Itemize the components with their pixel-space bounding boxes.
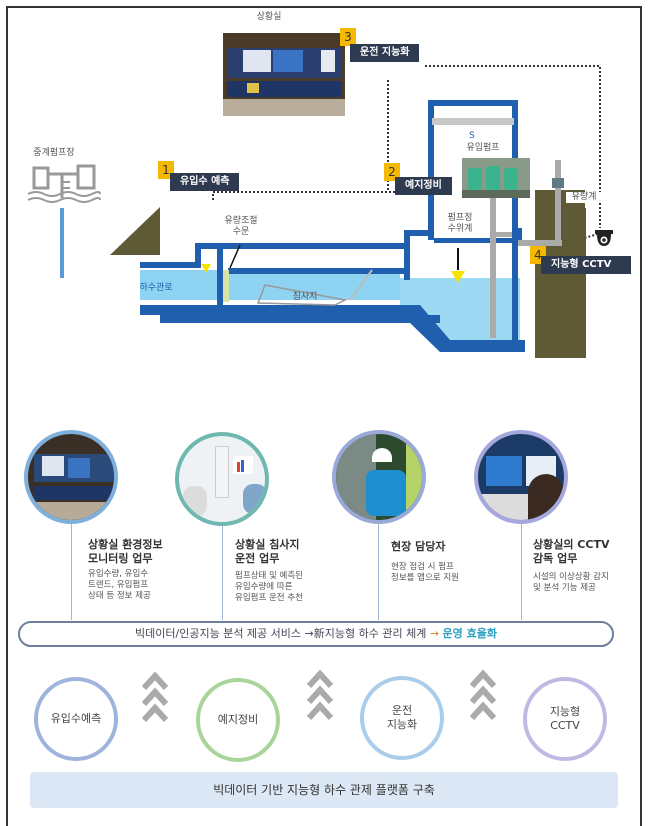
- step-2-tag: 예지정비: [395, 177, 452, 195]
- role-2-title-line1: 상황실 침사지: [235, 538, 300, 551]
- level-marker-pump-well: [451, 271, 465, 283]
- platform-footer: 빅데이터 기반 지능형 하수 관제 플랫폼 구축: [30, 772, 618, 808]
- role-1-desc-line1: 유입수량, 유입수: [88, 569, 149, 579]
- role-3-title: 현장 담당자: [391, 540, 445, 554]
- role-3-desc-line2: 정보를 앱으로 지원: [391, 573, 459, 583]
- role-2-description: 펌프상태 및 예측된 유입수량에 따른 유입펌프 운전 추천: [235, 571, 303, 604]
- role-4-title-line1: 상황실의 CCTV: [533, 538, 610, 551]
- role-4-title-line2: 감독 업무: [533, 552, 578, 565]
- relay-pump-label: 중계펌프장: [33, 148, 75, 158]
- flowmeter-label: 유량계: [566, 192, 602, 203]
- banner-highlight: 운영 효율화: [442, 627, 497, 640]
- role-4-description: 시설의 이상상황 감지 및 분석 기능 제공: [533, 572, 609, 594]
- role-1-desc-line2: 트렌드, 유입펌프: [88, 580, 149, 590]
- role-3-title-line1: 현장 담당자: [391, 540, 446, 553]
- cctv-camera-icon: [595, 230, 613, 246]
- inflow-pump-label: 유입펌프: [466, 143, 500, 153]
- water-channel: [140, 270, 400, 300]
- control-room-photo: [223, 33, 345, 116]
- role-4-desc-line2: 및 분석 기능 제공: [533, 583, 596, 593]
- flow-gate-label: 유량조절 수문: [216, 216, 266, 238]
- earth-slope: [110, 207, 160, 255]
- relay-pump-icon: [27, 164, 101, 278]
- sewer-structure: S: [110, 100, 586, 358]
- step-3-tag: 운전 지능화: [350, 44, 420, 62]
- inflow-pump-photo: [462, 158, 530, 198]
- pump-level-label: 펌프정 수위계: [440, 213, 480, 235]
- pump-level-label-line2: 수위계: [447, 224, 473, 234]
- pillar-1-label: 유입수예측: [50, 712, 102, 725]
- sedimentation-label: 침사지: [292, 292, 318, 302]
- role-2-desc-line1: 펌프상태 및 예측된: [235, 571, 303, 581]
- sewer-pipe-label: 하수관로: [139, 283, 173, 293]
- control-room-label: 상황실: [256, 12, 282, 22]
- role-1-description: 유입수량, 유입수 트렌드, 유입펌프 상태 등 정보 제공: [88, 569, 151, 602]
- role-1-line: [71, 520, 72, 620]
- pillar-3-label-line1: 운전: [391, 704, 413, 717]
- pillar-4-label-line2: CCTV: [550, 719, 580, 732]
- role-2-desc-line2: 유입수량에 따른: [235, 582, 293, 592]
- service-banner: 빅데이터/인공지능 분석 제공 서비스 →新지능형 하수 관리 체계 → 운영 …: [18, 621, 614, 647]
- role-1-title-line1: 상황실 환경정보: [88, 538, 163, 551]
- flow-gate: [223, 270, 229, 302]
- flow-gate-label-line2: 수문: [232, 227, 250, 237]
- role-4-photo: [474, 430, 568, 524]
- banner-arrow: →: [429, 627, 440, 640]
- role-4-title: 상황실의 CCTV 감독 업무: [533, 538, 609, 566]
- role-1-title: 상황실 환경정보 모니터링 업무: [88, 538, 163, 566]
- chevron-up-icon: [141, 671, 169, 723]
- role-1-title-line2: 모니터링 업무: [88, 552, 153, 565]
- role-2-title: 상황실 침사지 운전 업무: [235, 538, 300, 566]
- page-frame: [6, 6, 642, 826]
- role-4-desc-line1: 시설의 이상상황 감지: [533, 572, 609, 582]
- role-3-photo: [332, 430, 426, 524]
- role-3-desc-line1: 현장 점검 시 펌프: [391, 562, 454, 572]
- role-2-photo: [175, 432, 269, 526]
- step-3-badge: 3: [340, 28, 356, 46]
- chevron-up-icon: [469, 669, 497, 721]
- role-2-title-line2: 운전 업무: [235, 552, 280, 565]
- role-2-desc-line3: 유입펌프 운전 추천: [235, 593, 303, 603]
- flow-gate-label-line1: 유량조절: [224, 216, 258, 226]
- step-2-badge: 2: [384, 163, 400, 181]
- step-4-tag: 지능형 CCTV: [541, 256, 631, 274]
- pump-level-label-line1: 펌프정: [447, 213, 473, 223]
- role-1-desc-line3: 상태 등 정보 제공: [88, 591, 151, 601]
- role-3-description: 현장 점검 시 펌프 정보를 앱으로 지원: [391, 562, 459, 584]
- role-4-line: [521, 520, 522, 620]
- banner-text: 빅데이터/인공지능 분석 제공 서비스 →新지능형 하수 관리 체계: [135, 627, 427, 640]
- svg-text:S: S: [469, 131, 475, 141]
- role-1-photo: [24, 430, 118, 524]
- level-marker-inlet: [201, 264, 211, 273]
- pillar-4-label-line1: 지능형: [549, 705, 581, 718]
- pillar-2-label: 예지정비: [217, 713, 259, 726]
- connector-1-to-2: [212, 191, 433, 200]
- chevron-up-icon: [306, 669, 334, 721]
- role-3-line: [378, 520, 379, 620]
- role-2-line: [222, 522, 223, 620]
- pillar-intelligent-cctv: 지능형 CCTV: [523, 677, 607, 761]
- step-1-tag: 유입수 예측: [170, 173, 240, 191]
- pillar-predictive-maintenance: 예지정비: [196, 678, 280, 762]
- pillar-3-label-line2: 지능화: [386, 718, 418, 731]
- pillar-inflow-prediction: 유입수예측: [34, 677, 118, 761]
- pillar-intelligent-operation: 운전 지능화: [360, 676, 444, 760]
